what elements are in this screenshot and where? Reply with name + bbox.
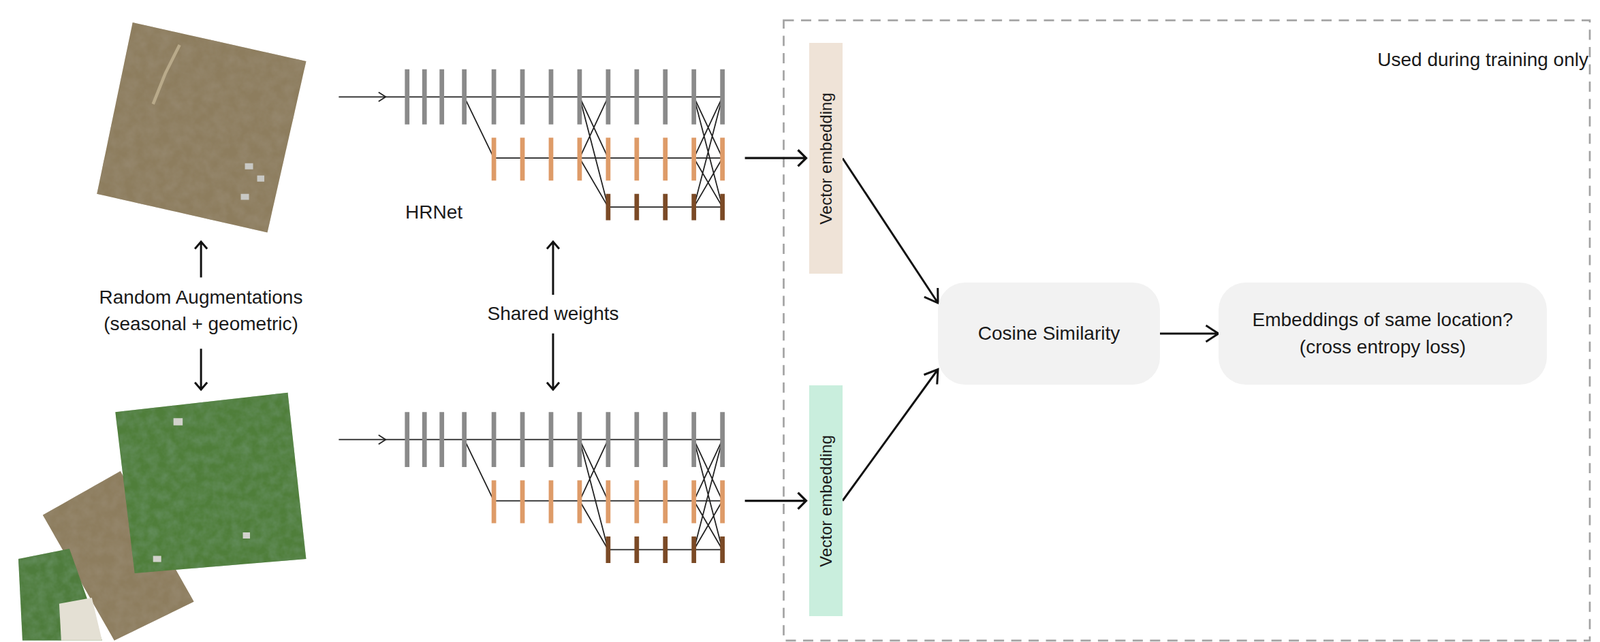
annotation: Random Augmentations [99, 286, 304, 310]
photo-texture [96, 22, 306, 233]
process-box: Embeddings of same location?(cross entro… [1218, 282, 1547, 385]
node-text: Vector embedding [816, 435, 837, 567]
photo-texture [18, 548, 103, 641]
node-text: Cosine Similarity [978, 320, 1121, 348]
node-text: (cross entropy loss) [1299, 333, 1466, 362]
aerial-photo [96, 22, 306, 233]
hrnet-figure [338, 412, 806, 564]
houses [153, 418, 250, 562]
connector-arrow [1159, 325, 1219, 342]
clearing [59, 598, 103, 641]
node-text: Vector embedding [816, 92, 837, 225]
connector-arrow [842, 158, 938, 304]
text-rotator: Vector embedding [816, 92, 837, 225]
text-rotator: Vector embedding [816, 435, 837, 567]
houses [241, 163, 265, 201]
aerial-photo [18, 548, 103, 641]
hrnet-figure [338, 69, 806, 221]
annotation: (seasonal + geometric) [103, 312, 299, 336]
node-text: Embeddings of same location? [1252, 306, 1514, 334]
process-box: Cosine Similarity [937, 282, 1160, 385]
model-name: HRNet [405, 200, 463, 225]
region-note: Used during training only [1377, 48, 1589, 72]
training-only-region [783, 20, 1590, 641]
trail [153, 44, 180, 105]
embedding-bar: Vector embedding [809, 42, 843, 274]
aerial-photo [115, 393, 306, 574]
photo-texture [115, 393, 306, 574]
embedding-bar: Vector embedding [809, 385, 843, 617]
annotation: Shared weights [487, 302, 619, 326]
connector-arrow [842, 369, 938, 502]
